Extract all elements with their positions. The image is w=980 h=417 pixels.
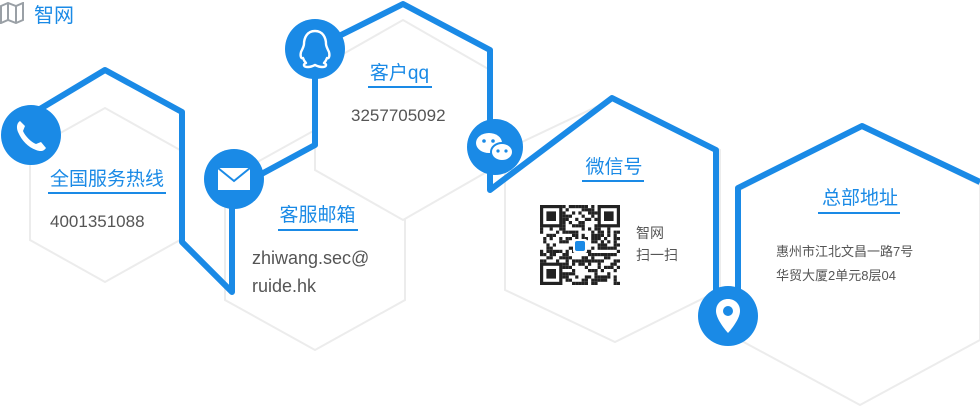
mail-icon bbox=[204, 149, 264, 209]
qr-caption: 智网 扫一扫 bbox=[636, 222, 678, 266]
phone-icon-badge[interactable] bbox=[0, 104, 62, 166]
phone-icon bbox=[1, 105, 61, 165]
wechat-icon bbox=[467, 119, 523, 175]
brand-header: 智网 bbox=[0, 0, 74, 27]
qq-title: 客户qq bbox=[369, 63, 430, 84]
address-line-2: 华贸大厦2单元8层04 bbox=[776, 268, 896, 283]
map-icon bbox=[0, 2, 24, 24]
brand-title: 智网 bbox=[34, 4, 74, 27]
email-line-2: ruide.hk bbox=[252, 276, 317, 296]
mail-icon-badge[interactable] bbox=[203, 148, 265, 210]
address-line-1: 惠州市江北文昌一路7号 bbox=[776, 244, 914, 259]
hotline-number[interactable]: 4001351088 bbox=[50, 212, 145, 231]
hotline-title-underline bbox=[48, 192, 166, 194]
email-title: 客服邮箱 bbox=[279, 205, 356, 226]
location-icon-badge[interactable] bbox=[697, 285, 759, 347]
connector-line bbox=[3, 1, 980, 303]
qq-icon-badge[interactable] bbox=[284, 18, 346, 80]
wechat-qr-code[interactable] bbox=[540, 205, 620, 285]
wechat-title: 微信号 bbox=[585, 157, 643, 178]
email-line-1: zhiwang.sec@ bbox=[252, 248, 370, 268]
hotline-title: 全国服务热线 bbox=[49, 169, 164, 190]
qq-title-underline bbox=[368, 86, 432, 88]
email-address[interactable]: zhiwang.sec@ ruide.hk bbox=[252, 244, 369, 300]
location-pin-icon bbox=[698, 286, 758, 346]
qq-number[interactable]: 3257705092 bbox=[351, 106, 446, 125]
qr-caption-line-1: 智网 bbox=[636, 225, 664, 241]
qq-penguin-icon bbox=[285, 19, 345, 79]
address-lines: 惠州市江北文昌一路7号 华贸大厦2单元8层04 bbox=[776, 240, 913, 288]
address-title-underline bbox=[818, 212, 900, 214]
wechat-icon-badge[interactable] bbox=[466, 118, 524, 176]
qr-caption-line-2: 扫一扫 bbox=[636, 247, 678, 263]
wechat-title-underline bbox=[582, 180, 644, 182]
qr-logo bbox=[573, 239, 587, 253]
email-title-underline bbox=[278, 229, 358, 231]
address-title: 总部地址 bbox=[821, 188, 898, 209]
